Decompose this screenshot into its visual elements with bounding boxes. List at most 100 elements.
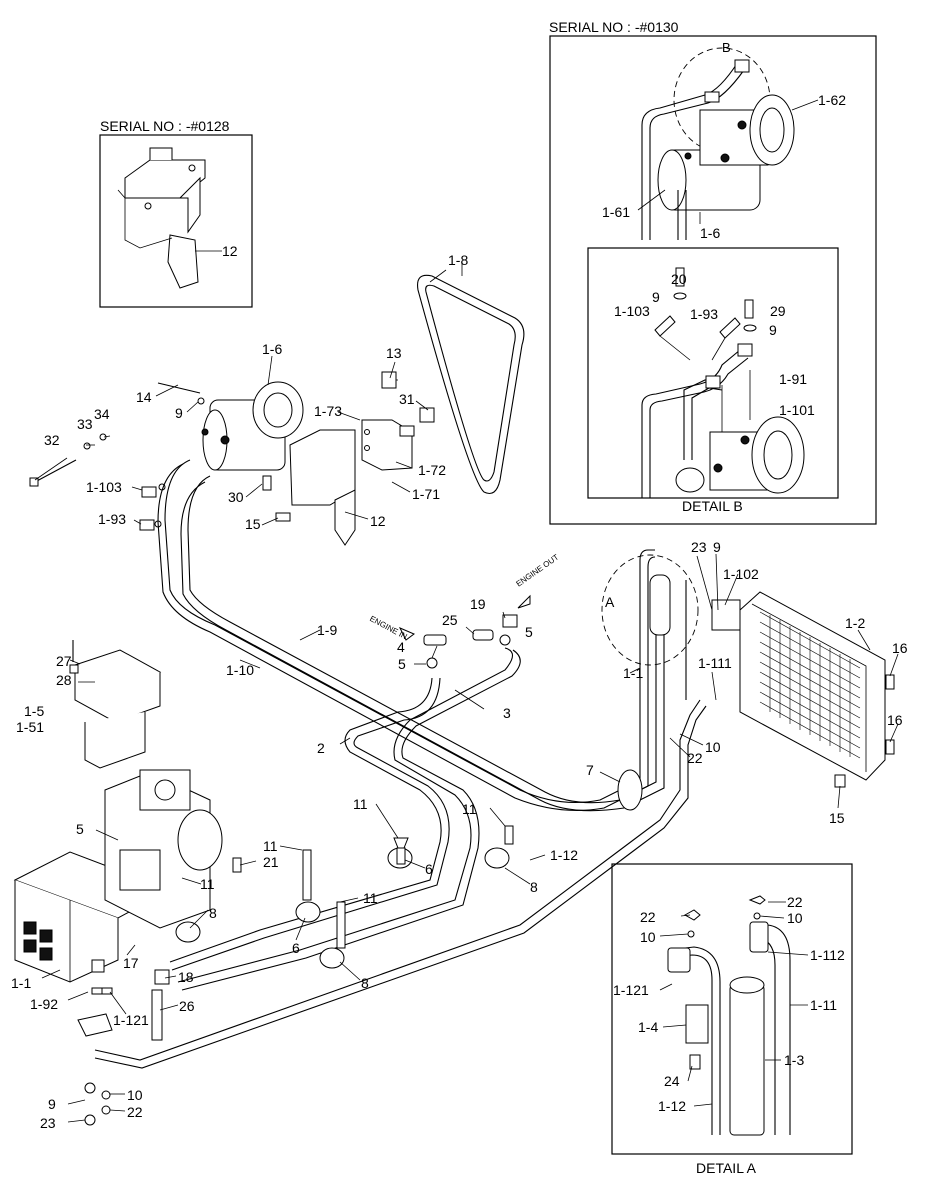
part-label: 9 (175, 405, 183, 421)
compressor-inset-box (549, 35, 877, 525)
part-label: 26 (179, 998, 195, 1014)
pipe-clamps (175, 769, 643, 969)
part-label: 16 (887, 712, 903, 728)
part-label: 11 (462, 801, 477, 817)
part-label: 1-91 (779, 371, 808, 387)
part-label: 22 (640, 909, 656, 925)
part-label: 1-10 (226, 662, 255, 678)
part-label: 1-121 (613, 982, 649, 998)
part-label: 8 (530, 879, 538, 895)
part-label: 1-112 (810, 947, 845, 963)
part-label: 9 (48, 1096, 56, 1112)
part-label: 24 (664, 1073, 680, 1089)
part-label: 5 (525, 624, 533, 640)
part-label: 14 (136, 389, 152, 405)
part-label: 1-93 (690, 306, 719, 322)
detail-b-caption: DETAIL B (682, 498, 743, 514)
part-label: 1-73 (314, 403, 343, 419)
part-label: 1-9 (317, 622, 338, 638)
part-label: 33 (77, 416, 93, 432)
part-label: 15 (245, 516, 261, 532)
compressor-assembly (201, 371, 435, 546)
part-label: 7 (586, 762, 594, 778)
part-label: 1-102 (723, 566, 759, 582)
part-label: 19 (470, 596, 486, 612)
control-panel (69, 640, 162, 769)
part-label: 10 (787, 910, 803, 926)
part-label: 1-4 (638, 1019, 659, 1035)
part-label: 1-1 (623, 665, 644, 681)
part-label: 22 (787, 894, 803, 910)
part-label: 4 (397, 639, 405, 655)
part-label: 1-72 (418, 462, 447, 478)
part-label: 11 (263, 838, 278, 854)
part-label: 1-51 (16, 719, 45, 735)
part-label: 9 (769, 322, 777, 338)
hose-lines-main (157, 459, 665, 812)
part-label: 1-103 (614, 303, 650, 319)
part-label: 3 (503, 705, 511, 721)
part-label: 23 (40, 1115, 56, 1131)
part-label: 6 (292, 940, 300, 956)
part-label: 27 (56, 653, 72, 669)
part-label: 17 (123, 955, 139, 971)
part-label: 1-12 (550, 847, 579, 863)
part-label: 6 (425, 861, 433, 877)
part-label: 5 (76, 821, 84, 837)
callout-b-label: B (722, 40, 731, 55)
part-label: 1-11 (810, 997, 837, 1013)
part-label: 11 (353, 796, 368, 812)
callout-a-label: A (605, 594, 615, 610)
serial-caption-left: SERIAL NO : -#0128 (100, 118, 230, 134)
part-label: 31 (399, 391, 415, 407)
serial-caption-right: SERIAL NO : -#0130 (549, 19, 679, 35)
part-label: 8 (209, 905, 217, 921)
part-label: 1-71 (412, 486, 441, 502)
part-label: 22 (687, 750, 703, 766)
part-label: 15 (829, 810, 845, 826)
part-label: 13 (386, 345, 402, 361)
callout-a-area (601, 554, 699, 700)
part-label: 25 (442, 612, 458, 628)
part-label: 1-12 (658, 1098, 687, 1114)
part-label: 11 (363, 890, 378, 906)
part-label: 9 (652, 289, 660, 305)
part-label: 10 (640, 929, 656, 945)
part-label: 34 (94, 406, 110, 422)
bracket-inset-box (99, 134, 253, 308)
part-label: 28 (56, 672, 72, 688)
part-label: 1-101 (779, 402, 815, 418)
bolts-11 (232, 825, 514, 949)
part-label: 1-6 (700, 225, 721, 241)
detail-a-caption: DETAIL A (696, 1160, 756, 1176)
part-label: 1-61 (602, 204, 631, 220)
heater-unit (13, 769, 223, 1126)
part-label: 12 (370, 513, 386, 529)
drive-belt (417, 274, 525, 495)
engine-fittings (398, 594, 531, 669)
part-label: 30 (228, 489, 244, 505)
heater-hoses (169, 647, 521, 991)
part-label: 10 (705, 739, 721, 755)
part-label: 12 (222, 243, 238, 259)
part-label: 1-5 (24, 703, 45, 719)
part-label: 2 (317, 740, 325, 756)
part-label: 32 (44, 432, 60, 448)
part-label: 1-1 (11, 975, 32, 991)
part-label: 1-62 (818, 92, 847, 108)
part-label: 5 (398, 656, 406, 672)
part-label: 22 (127, 1104, 143, 1120)
part-label: 18 (178, 969, 194, 985)
part-label: 1-93 (98, 511, 127, 527)
part-label: 10 (127, 1087, 143, 1103)
part-label: 1-111 (698, 655, 732, 671)
part-label: 23 (691, 539, 707, 555)
part-label: 1-3 (784, 1052, 805, 1068)
part-label: 1-121 (113, 1012, 149, 1028)
part-label: 20 (671, 271, 687, 287)
part-label: 1-2 (845, 615, 866, 631)
part-label: 21 (263, 854, 279, 870)
detail-a-box (611, 863, 853, 1155)
part-label: 29 (770, 303, 786, 319)
condenser (711, 591, 895, 788)
